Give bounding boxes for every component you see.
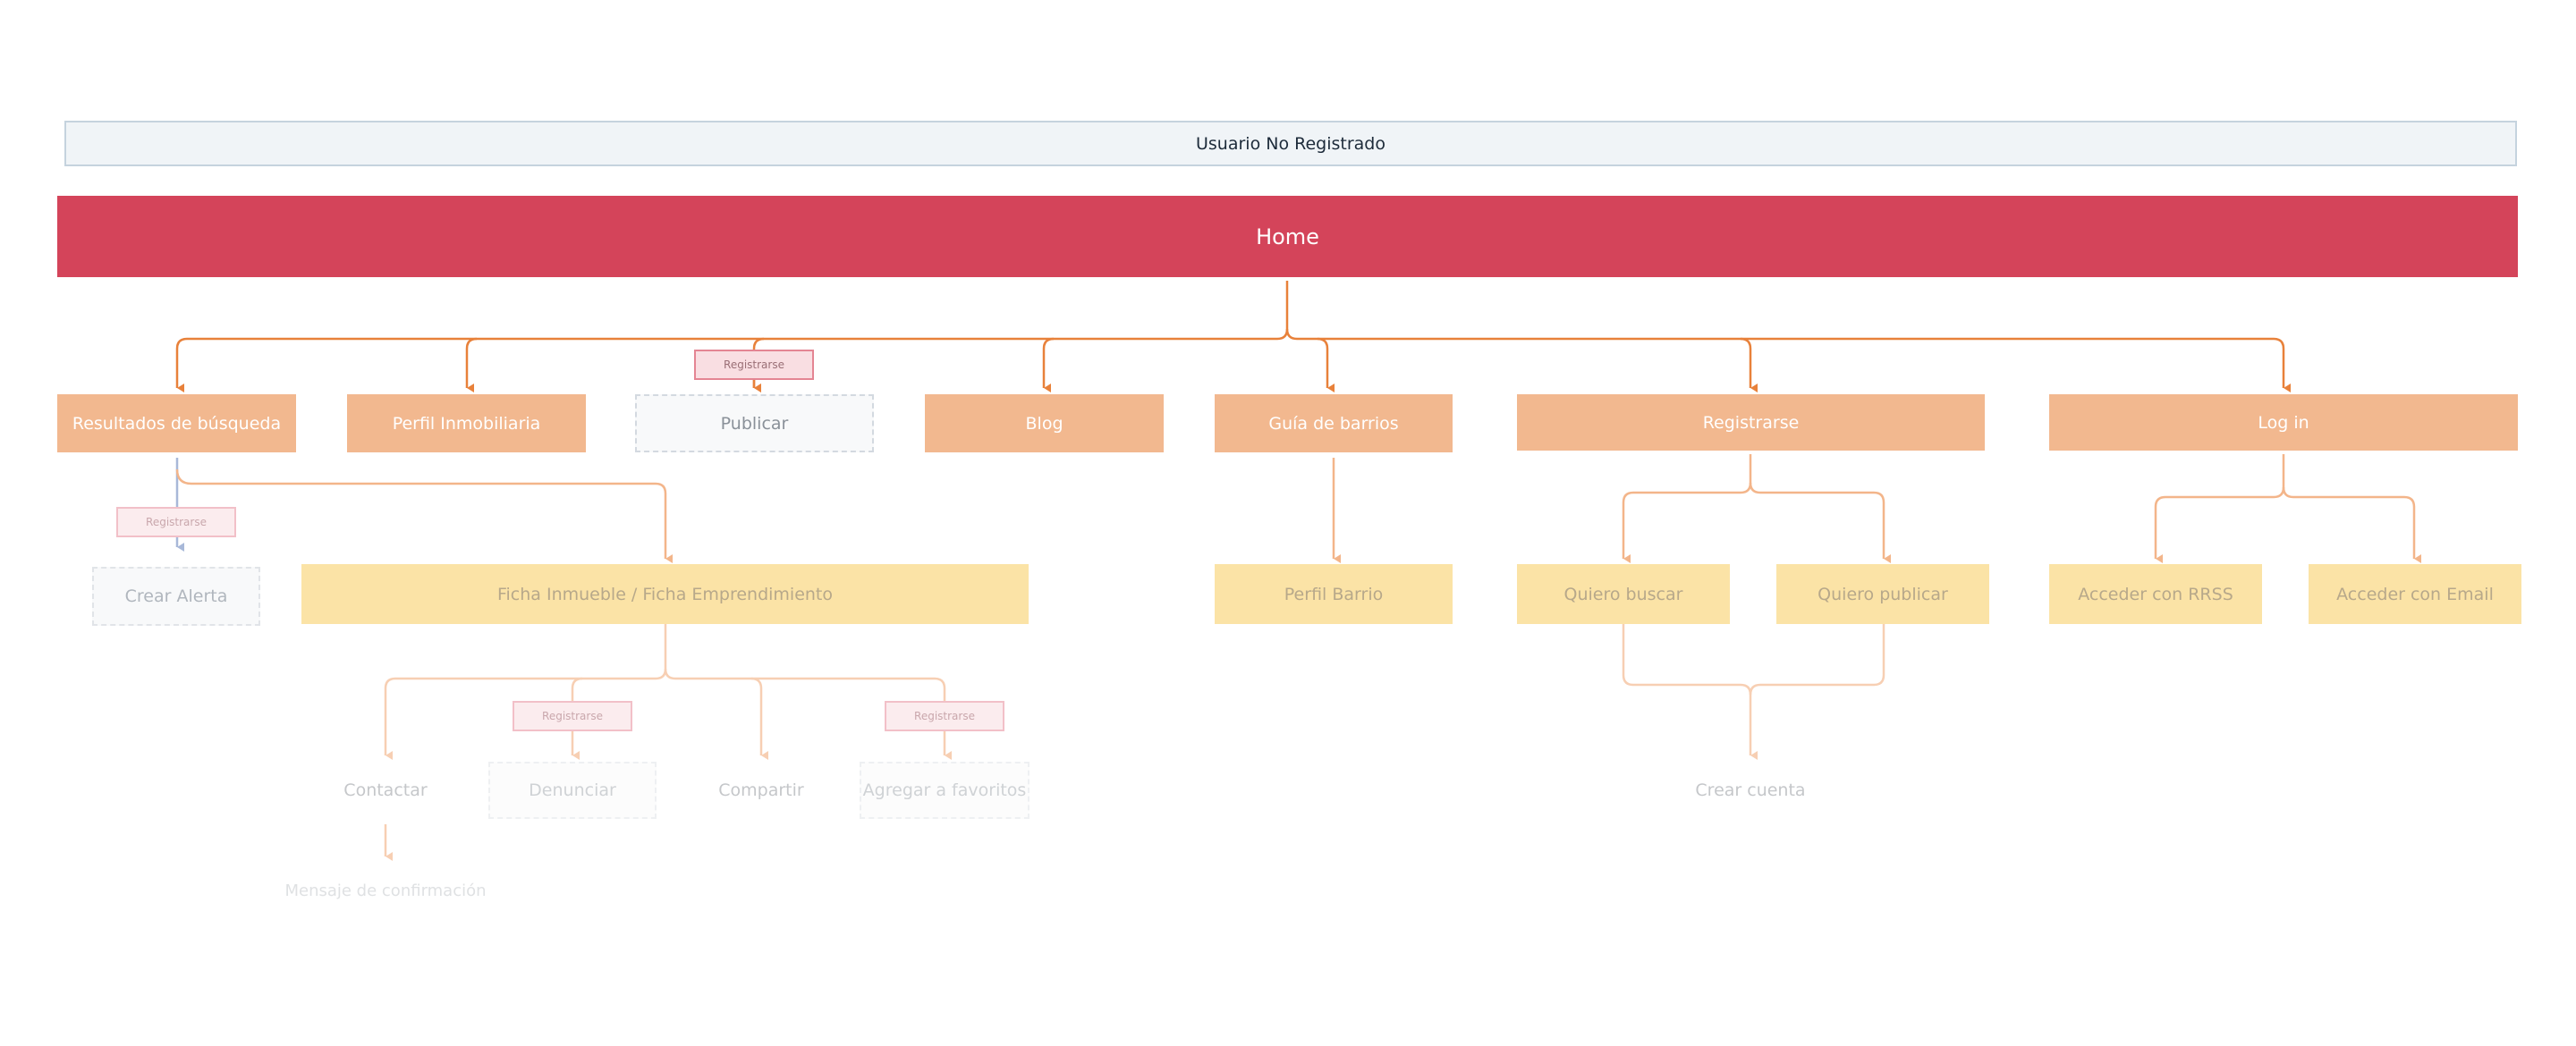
guia-barrios-label: Guía de barrios (1268, 413, 1399, 434)
registrarse-connectors (1622, 454, 1891, 563)
publicar-node[interactable]: Publicar (635, 394, 874, 452)
tag-label: Registrarse (914, 710, 975, 722)
quiero-publicar-node[interactable]: Quiero publicar (1776, 564, 1989, 624)
resultados-busqueda-node[interactable]: Resultados de búsqueda (57, 394, 296, 452)
quiero-buscar-node[interactable]: Quiero buscar (1517, 564, 1730, 624)
registrarse-node[interactable]: Registrarse (1517, 394, 1985, 451)
tag-label: Registrarse (542, 710, 603, 722)
perfil-inmobiliaria-node[interactable]: Perfil Inmobiliaria (347, 394, 586, 452)
mensaje-confirmacion-node: Mensaje de confirmación (274, 865, 497, 915)
agregar-favoritos-node[interactable]: Agregar a favoritos (860, 762, 1030, 819)
publicar-registrarse-tag: Registrarse (694, 350, 814, 380)
acceder-email-label: Acceder con Email (2336, 584, 2494, 604)
crear-alerta-node[interactable]: Crear Alerta (92, 567, 260, 626)
ficha-node[interactable]: Ficha Inmueble / Ficha Emprendimiento (301, 564, 1029, 624)
guia-barrios-node[interactable]: Guía de barrios (1215, 394, 1453, 452)
quiero-publicar-label: Quiero publicar (1818, 584, 1948, 604)
tag-label: Registrarse (724, 359, 784, 371)
agregar-favoritos-label: Agregar a favoritos (862, 780, 1027, 800)
perfil-barrio-node[interactable]: Perfil Barrio (1215, 564, 1453, 624)
crear-cuenta-connectors (1622, 624, 1885, 760)
acceder-email-node[interactable]: Acceder con Email (2309, 564, 2521, 624)
header-title: Usuario No Registrado (1196, 133, 1385, 154)
denunciar-registrarse-tag: Registrarse (513, 701, 632, 731)
registrarse-label: Registrarse (1702, 412, 1800, 433)
crear-alerta-label: Crear Alerta (124, 586, 228, 606)
quiero-buscar-label: Quiero buscar (1563, 584, 1683, 604)
compartir-node[interactable]: Compartir (676, 762, 846, 819)
mensaje-confirmacion-label: Mensaje de confirmación (284, 881, 487, 900)
blog-node[interactable]: Blog (925, 394, 1164, 452)
login-label: Log in (2258, 412, 2309, 433)
perfil-inmobiliaria-label: Perfil Inmobiliaria (392, 413, 541, 434)
ficha-label: Ficha Inmueble / Ficha Emprendimiento (496, 584, 834, 604)
perfil-barrio-label: Perfil Barrio (1284, 584, 1384, 604)
login-node[interactable]: Log in (2049, 394, 2518, 451)
denunciar-label: Denunciar (529, 780, 616, 800)
header-title-bar: Usuario No Registrado (64, 121, 2517, 166)
publicar-label: Publicar (720, 413, 789, 434)
home-label: Home (1256, 224, 1319, 249)
compartir-label: Compartir (718, 780, 804, 800)
home-node[interactable]: Home (57, 196, 2518, 277)
crear-cuenta-label: Crear cuenta (1695, 780, 1806, 800)
contactar-label: Contactar (343, 780, 428, 800)
acceder-rrss-label: Acceder con RRSS (2078, 584, 2233, 604)
denunciar-node[interactable]: Denunciar (488, 762, 657, 819)
crear-cuenta-node[interactable]: Crear cuenta (1665, 762, 1835, 819)
ficha-connectors (384, 624, 952, 861)
tag-label: Registrarse (146, 516, 207, 528)
blog-label: Blog (1025, 413, 1063, 434)
crear-alerta-registrarse-tag: Registrarse (116, 507, 236, 537)
acceder-rrss-node[interactable]: Acceder con RRSS (2049, 564, 2262, 624)
contactar-node[interactable]: Contactar (301, 762, 470, 819)
resultados-busqueda-label: Resultados de búsqueda (72, 413, 282, 434)
home-connectors (175, 281, 2291, 392)
resultados-to-ficha (175, 468, 673, 563)
login-connectors (2154, 454, 2421, 563)
favoritos-registrarse-tag: Registrarse (885, 701, 1004, 731)
